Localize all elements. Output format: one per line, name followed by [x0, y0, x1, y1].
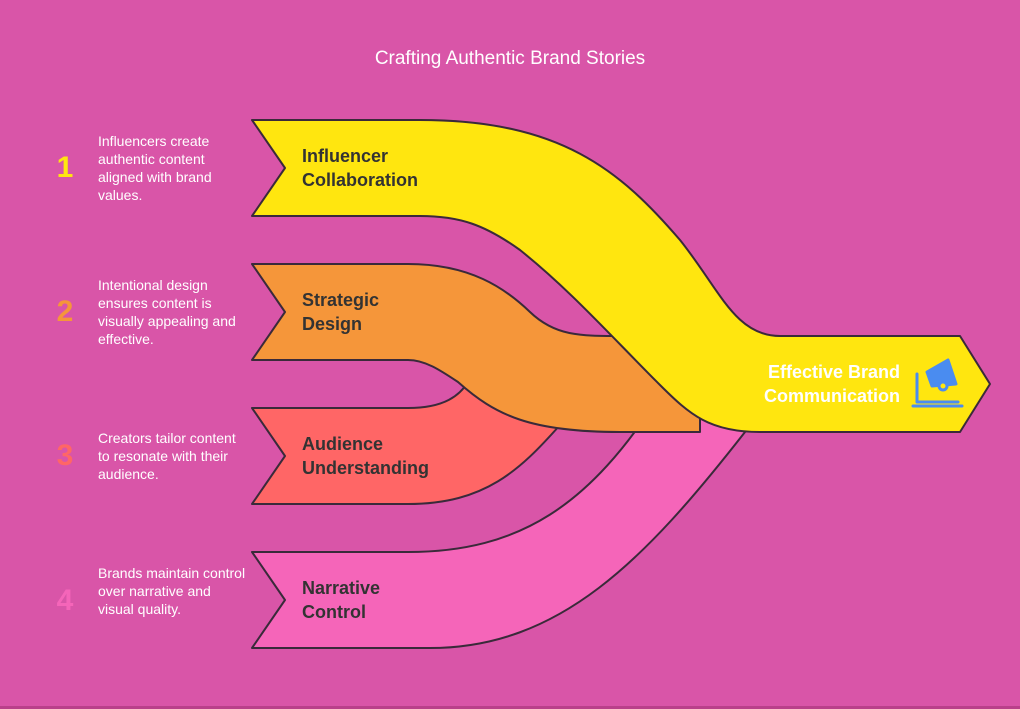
stage-3-label: Audience Understanding	[302, 432, 522, 480]
stage-4-arrow	[251, 394, 746, 649]
stage-4-label: Narrative Control	[302, 576, 522, 624]
step-2-number: 2	[56, 295, 74, 328]
diagram-title: Crafting Authentic Brand Stories	[374, 48, 646, 69]
stage-4-label-line-2: Control	[302, 602, 366, 622]
target-label: Effective Brand Communication	[740, 360, 900, 408]
stage-2-label-line-2: Design	[302, 314, 363, 334]
bottom-divider	[0, 706, 1020, 709]
stage-1-label-line-2: Collaboration	[302, 170, 418, 190]
megaphone-laptop-icon	[911, 358, 964, 408]
step-4-description: Brands maintain control over narrative a…	[98, 565, 246, 617]
step-3-number: 3	[56, 439, 74, 472]
step-3-description: Creators tailor content to resonate with…	[98, 430, 236, 482]
step-1-description: Influencers create authentic content ali…	[98, 133, 212, 203]
stage-1-arrow	[251, 119, 991, 433]
step-1-number: 1	[56, 151, 74, 184]
stage-3-label-line-2: Understanding	[302, 458, 430, 478]
stage-2-label: Strategic Design	[302, 288, 522, 336]
step-2-description: Intentional design ensures content is vi…	[98, 277, 236, 347]
stage-2-label-line-1: Strategic	[302, 290, 380, 310]
target-label-line-2: Communication	[763, 386, 900, 406]
stage-3-arrow	[251, 381, 561, 505]
stage-3-label-line-1: Audience	[302, 434, 384, 454]
stage-1-label: Influencer Collaboration	[302, 144, 522, 192]
stage-2-arrow	[251, 263, 701, 433]
stage-4-label-line-1: Narrative	[302, 578, 381, 598]
step-4-number: 4	[56, 584, 74, 617]
stage-1-label-line-1: Influencer	[302, 146, 389, 166]
target-label-line-1: Effective Brand	[767, 362, 900, 382]
